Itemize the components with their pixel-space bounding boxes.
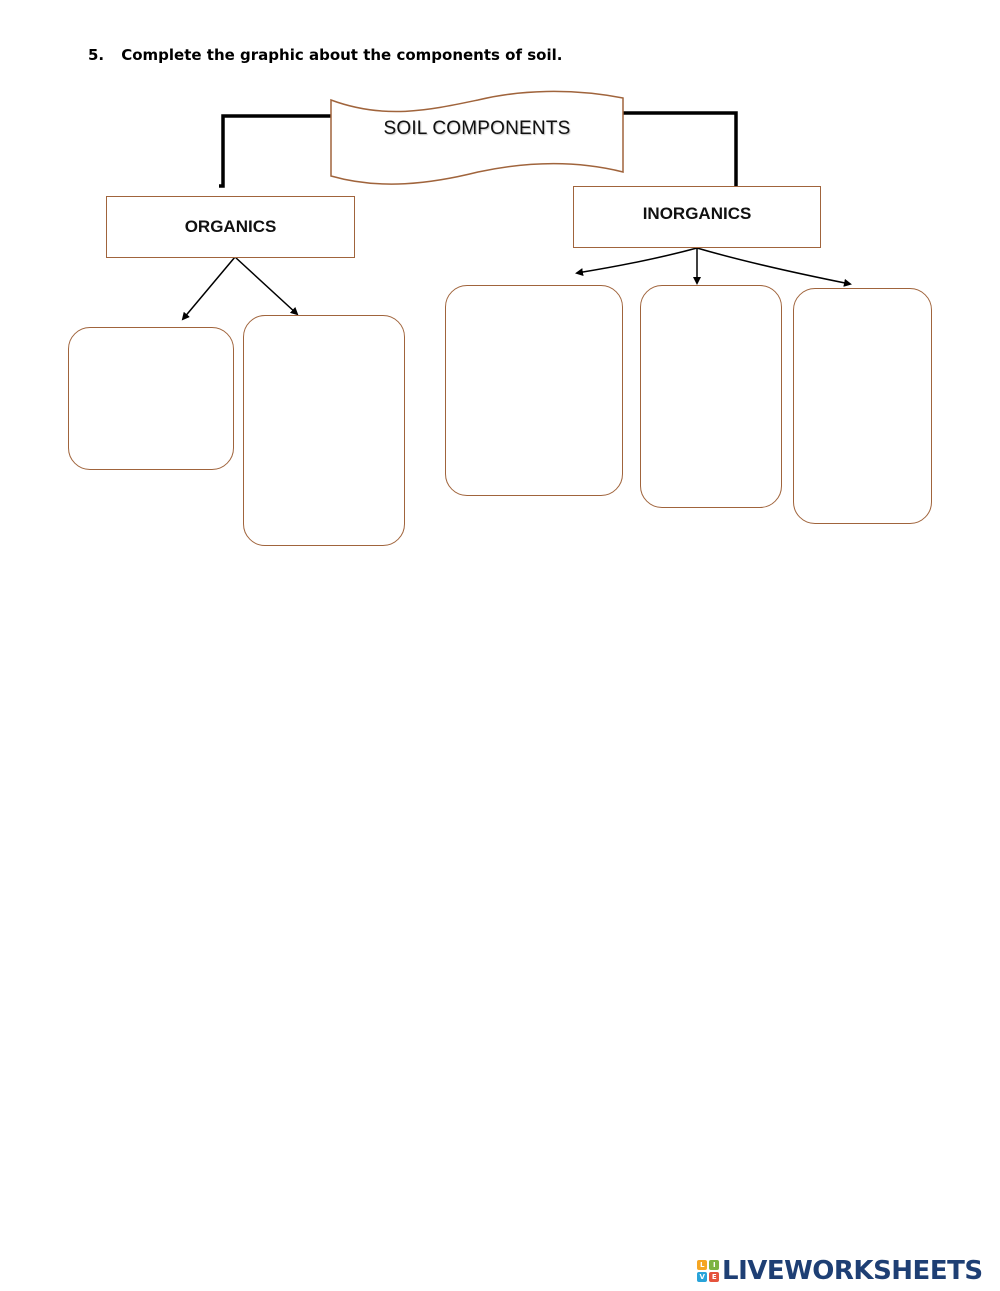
question-number: 5. — [88, 46, 105, 64]
arrow-inorganics-1 — [575, 247, 698, 276]
brand-logo-l: L — [697, 1260, 707, 1270]
answer-box-inorganics-2[interactable] — [640, 285, 782, 508]
brand-logo-icon: L I V E — [697, 1260, 719, 1282]
category-inorganics-label: INORGANICS — [642, 204, 752, 223]
arrow-organics-1 — [181, 256, 236, 321]
connector-title-inorganics — [623, 111, 738, 186]
title-banner-shape — [330, 90, 624, 185]
arrow-inorganics-3 — [696, 247, 852, 287]
answer-box-organics-2[interactable] — [243, 315, 405, 546]
diagram-title: SOIL COMPONENTS — [383, 118, 571, 139]
category-organics-label: ORGANICS — [184, 217, 277, 236]
question-text: Complete the graphic about the component… — [121, 46, 563, 64]
brand-logo-e: E — [709, 1272, 719, 1282]
brand-watermark: L I V E LIVEWORKSHEETS — [697, 1256, 983, 1286]
answer-box-organics-1[interactable] — [68, 327, 234, 470]
category-organics: ORGANICS — [106, 196, 355, 258]
brand-logo-v: V — [697, 1272, 707, 1282]
answer-box-inorganics-1[interactable] — [445, 285, 623, 496]
brand-logo-i: I — [709, 1260, 719, 1270]
answer-box-inorganics-3[interactable] — [793, 288, 932, 524]
question-prompt: 5. Complete the graphic about the compon… — [88, 46, 562, 64]
category-inorganics: INORGANICS — [573, 186, 821, 248]
connector-title-organics — [219, 114, 331, 188]
brand-name: LIVEWORKSHEETS — [722, 1256, 983, 1286]
arrow-organics-2 — [234, 256, 299, 316]
